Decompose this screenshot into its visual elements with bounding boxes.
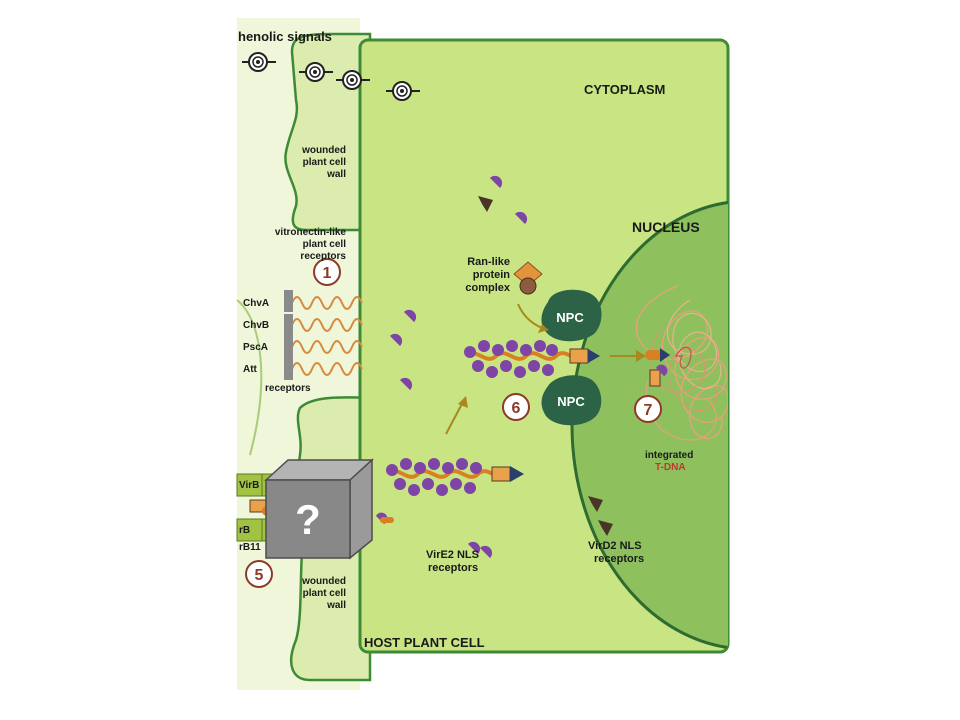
receptor-anchors <box>284 290 293 380</box>
free-vire2-proteins <box>390 175 528 558</box>
receptor-label-psca: PscA <box>243 342 268 353</box>
vird2-receptors-label: VirD2 NLS receptors <box>588 540 644 565</box>
receptors-label: receptors <box>265 383 311 394</box>
svg-text:plant cell: plant cell <box>303 239 347 250</box>
svg-text:complex: complex <box>465 282 511 294</box>
svg-text:wounded: wounded <box>301 145 346 156</box>
nucleus-label: NUCLEUS <box>632 219 700 235</box>
virb11-label: rB11 <box>239 542 261 553</box>
svg-text:VirD2 NLS: VirD2 NLS <box>588 540 642 552</box>
nuclear-complex <box>645 348 670 387</box>
receptor-springs <box>291 296 363 376</box>
svg-text:wall: wall <box>326 600 346 611</box>
npc-label-lower: NPC <box>557 394 585 409</box>
receptor-name-labels: ChvA ChvB PscA Att <box>243 298 269 375</box>
question-mark: ? <box>295 496 321 543</box>
svg-text:plant cell: plant cell <box>303 588 347 599</box>
virb-top-label: VirB <box>239 480 259 491</box>
step-circle-5: 5 <box>245 560 273 588</box>
ran-like-complex-icon <box>513 261 543 295</box>
virb-bottom-label: rB <box>239 525 250 536</box>
channel-exit-complex <box>376 512 394 524</box>
step-circle-1: 1 <box>313 258 341 286</box>
t-complex-lower <box>386 458 524 496</box>
wounded-wall-top-label: wounded plant cell wall <box>301 145 346 180</box>
tdna-label: T-DNA <box>655 462 686 473</box>
receptor-label-att: Att <box>243 364 258 375</box>
unknown-transport-cube: ? <box>264 458 374 560</box>
phenolic-signals-label: henolic signals <box>238 29 332 44</box>
svg-text:protein: protein <box>473 269 511 281</box>
phenolic-signals <box>242 52 420 101</box>
cytoplasm-label: CYTOPLASM <box>584 82 665 97</box>
vitronectin-receptors-label: vitronectin-like plant cell receptors <box>275 227 347 262</box>
wounded-wall-bottom-label: wounded plant cell wall <box>301 576 346 611</box>
svg-text:1: 1 <box>323 265 332 282</box>
movement-arrows <box>445 303 646 435</box>
nucleus <box>570 199 728 651</box>
svg-text:receptors: receptors <box>594 553 644 565</box>
free-vird2-proteins <box>478 196 613 536</box>
ran-like-complex-label: Ran-like protein complex <box>465 256 511 294</box>
receptor-label-chvb: ChvB <box>243 320 269 331</box>
integrated-label: integrated <box>645 450 693 461</box>
svg-text:VirE2 NLS: VirE2 NLS <box>426 549 479 561</box>
npc-label-upper: NPC <box>556 310 584 325</box>
npc-upper: NPC <box>541 289 602 342</box>
receptor-label-chva: ChvA <box>243 298 269 309</box>
svg-text:receptors: receptors <box>300 251 346 262</box>
t-complex-upper <box>464 340 600 378</box>
svg-text:vitronectin-like: vitronectin-like <box>275 227 347 238</box>
step-circle-7: 7 <box>634 395 662 423</box>
svg-text:wall: wall <box>326 169 346 180</box>
svg-text:plant cell: plant cell <box>303 157 347 168</box>
svg-text:wounded: wounded <box>301 576 346 587</box>
step-circle-6: 6 <box>502 393 530 421</box>
svg-text:7: 7 <box>644 402 653 419</box>
vire2-receptors-label: VirE2 NLS receptors <box>426 549 479 574</box>
svg-text:5: 5 <box>255 567 264 584</box>
wounded-cell-wall-top <box>284 32 372 232</box>
svg-text:receptors: receptors <box>428 562 478 574</box>
bacterium-outline <box>236 299 263 456</box>
host-plant-cell-label: HOST PLANT CELL <box>364 635 485 650</box>
npc-lower: NPC <box>541 375 602 426</box>
svg-text:6: 6 <box>512 400 521 417</box>
svg-text:Ran-like: Ran-like <box>467 256 510 268</box>
